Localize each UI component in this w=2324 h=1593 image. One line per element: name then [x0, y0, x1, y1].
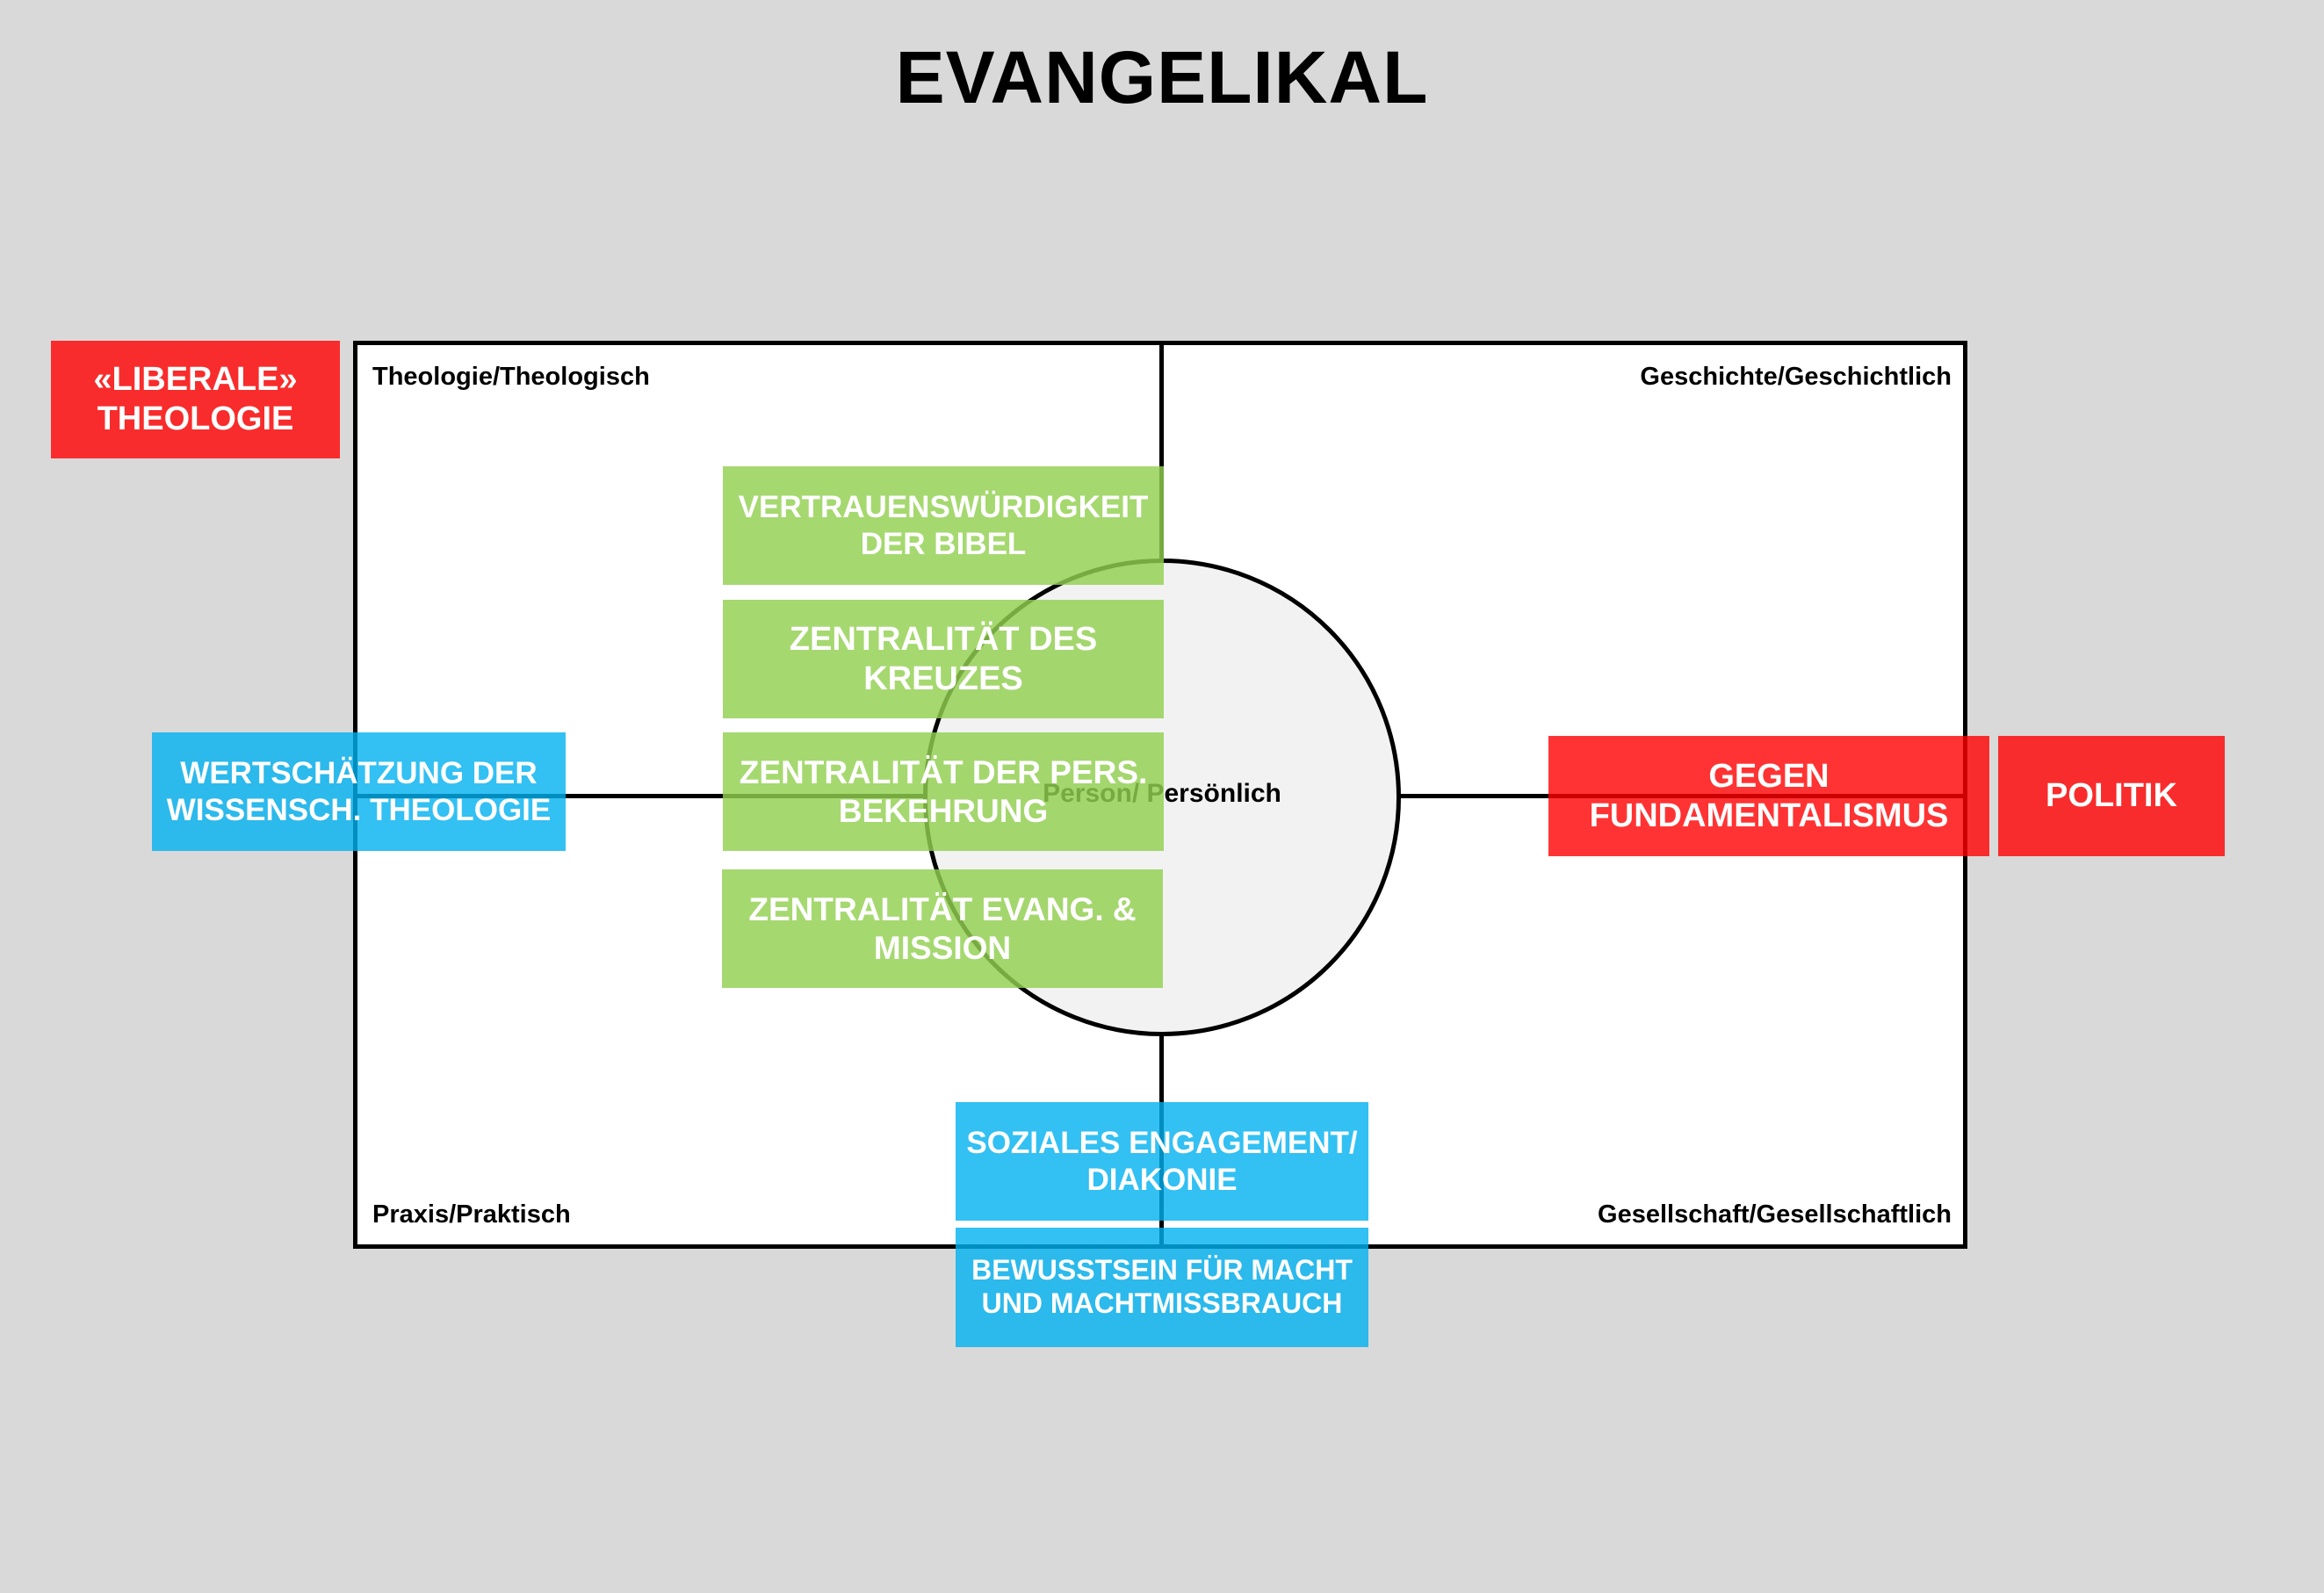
quadrant-label-theologie: Theologie/Theologisch	[372, 363, 650, 391]
item-liberale-theologie: «LIBERALE» THEOLOGIE	[51, 341, 340, 458]
item-gegen-fundamentalismus: GEGEN FUNDAMENTALISMUS	[1548, 736, 1989, 856]
quadrant-label-gesellschaft: Gesellschaft/Gesellschaftlich	[1598, 1200, 1952, 1229]
core-item-mission: ZENTRALITÄT EVANG. & MISSION	[722, 869, 1163, 988]
item-macht-bewusstsein: BEWUSSTSEIN FÜR MACHT UND MACHTMISSBRAUC…	[956, 1228, 1368, 1347]
core-item-bibel: VERTRAUENSWÜRDIGKEIT DER BIBEL	[723, 466, 1164, 585]
horizontal-axis-left	[353, 794, 925, 798]
item-soziales-engagement: SOZIALES ENGAGEMENT/ DIAKONIE	[956, 1102, 1368, 1221]
core-item-kreuz: ZENTRALITÄT DES KREUZES	[723, 600, 1164, 718]
core-item-bekehrung: ZENTRALITÄT DER PERS. BEKEHRUNG	[723, 732, 1164, 851]
quadrant-label-praxis: Praxis/Praktisch	[372, 1200, 571, 1229]
vertical-axis-top	[1159, 341, 1164, 560]
item-politik: POLITIK	[1998, 736, 2225, 856]
quadrant-label-geschichte: Geschichte/Geschichtlich	[1640, 363, 1952, 391]
item-wissenschaft-theologie: WERTSCHÄTZUNG DER WISSENSCH. THEOLOGIE	[152, 732, 566, 851]
page-title: EVANGELIKAL	[895, 36, 1429, 119]
